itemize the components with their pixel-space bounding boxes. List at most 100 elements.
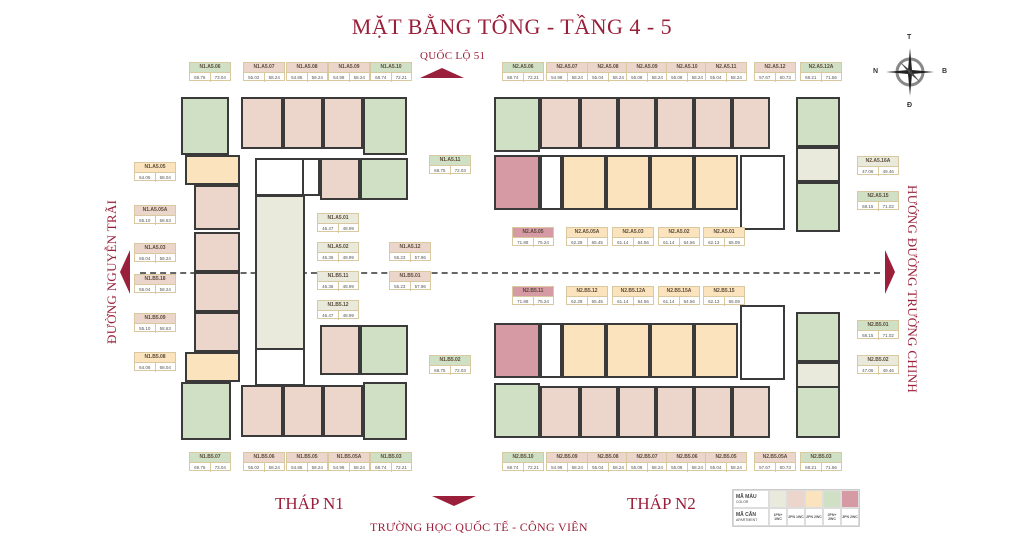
- unit-n2-a5-03[interactable]: [606, 155, 650, 210]
- unit-n1-b5-06[interactable]: [241, 385, 283, 437]
- unit-n1-a5-12[interactable]: [320, 158, 360, 200]
- unit-n1-a5-07[interactable]: [241, 97, 283, 149]
- unit-n2-a5-12a[interactable]: [796, 97, 840, 147]
- unit-n2-a5-07[interactable]: [540, 97, 580, 149]
- unit-n2-b5-09[interactable]: [540, 386, 580, 438]
- unit-n1-b5-05a[interactable]: [323, 385, 363, 437]
- unit-n2-b5-05a[interactable]: [732, 386, 770, 438]
- unit-n1-b5-18[interactable]: [194, 272, 240, 312]
- unit-n1-b5-03[interactable]: [363, 382, 407, 440]
- unit-n2-a5-11[interactable]: [694, 97, 732, 149]
- unit-n2-a5-05a[interactable]: [562, 155, 606, 210]
- unit-n2-a5-02[interactable]: [650, 155, 694, 210]
- unit-n2-b5-03[interactable]: [796, 386, 840, 438]
- unit-n2-a5-01[interactable]: [694, 155, 738, 210]
- unit-n2-b5-07[interactable]: [618, 386, 656, 438]
- unit-n2-b5-15[interactable]: [694, 323, 738, 378]
- unit-n1-a5-05a[interactable]: [194, 185, 240, 230]
- unit-n1-a5-03[interactable]: [194, 232, 240, 272]
- unit-n1-a5-05[interactable]: [185, 155, 240, 185]
- unit-n1-b5-01[interactable]: [320, 325, 360, 375]
- unit-n1-a5-11[interactable]: [360, 158, 408, 200]
- unit-n1-a5-09[interactable]: [323, 97, 363, 149]
- unit-n2-b5-12a[interactable]: [606, 323, 650, 378]
- unit-n2-b5-12[interactable]: [562, 323, 606, 378]
- unit-n2-a5-15[interactable]: [796, 182, 840, 232]
- unit-n1-a5-08[interactable]: [283, 97, 323, 149]
- unit-n1-b5-05[interactable]: [283, 385, 323, 437]
- unit-n1-b5-07[interactable]: [181, 382, 231, 440]
- unit-n2-a5-06[interactable]: [494, 97, 540, 152]
- unit-n1-a5-10[interactable]: [363, 97, 407, 155]
- unit-n2-a5-16a[interactable]: [796, 147, 840, 182]
- unit-n2-a5-08[interactable]: [580, 97, 618, 149]
- unit-n2-a5-10[interactable]: [656, 97, 694, 149]
- unit-n2-a5-05[interactable]: [494, 155, 540, 210]
- unit-n2-b5-05[interactable]: [694, 386, 732, 438]
- unit-n1-b5-02[interactable]: [360, 325, 408, 375]
- unit-n2-b5-06[interactable]: [656, 386, 694, 438]
- unit-n2-b5-10[interactable]: [494, 383, 540, 438]
- unit-n1-b5-09[interactable]: [194, 312, 240, 352]
- unit-n2-b5-15a[interactable]: [650, 323, 694, 378]
- units-n1-1pn-column[interactable]: [255, 195, 305, 350]
- unit-n2-b5-11[interactable]: [494, 323, 540, 378]
- unit-n2-b5-08[interactable]: [580, 386, 618, 438]
- unit-n2-b5-01[interactable]: [796, 312, 840, 362]
- unit-n1-a5-06[interactable]: [181, 97, 229, 155]
- unit-n2-a5-12[interactable]: [732, 97, 770, 149]
